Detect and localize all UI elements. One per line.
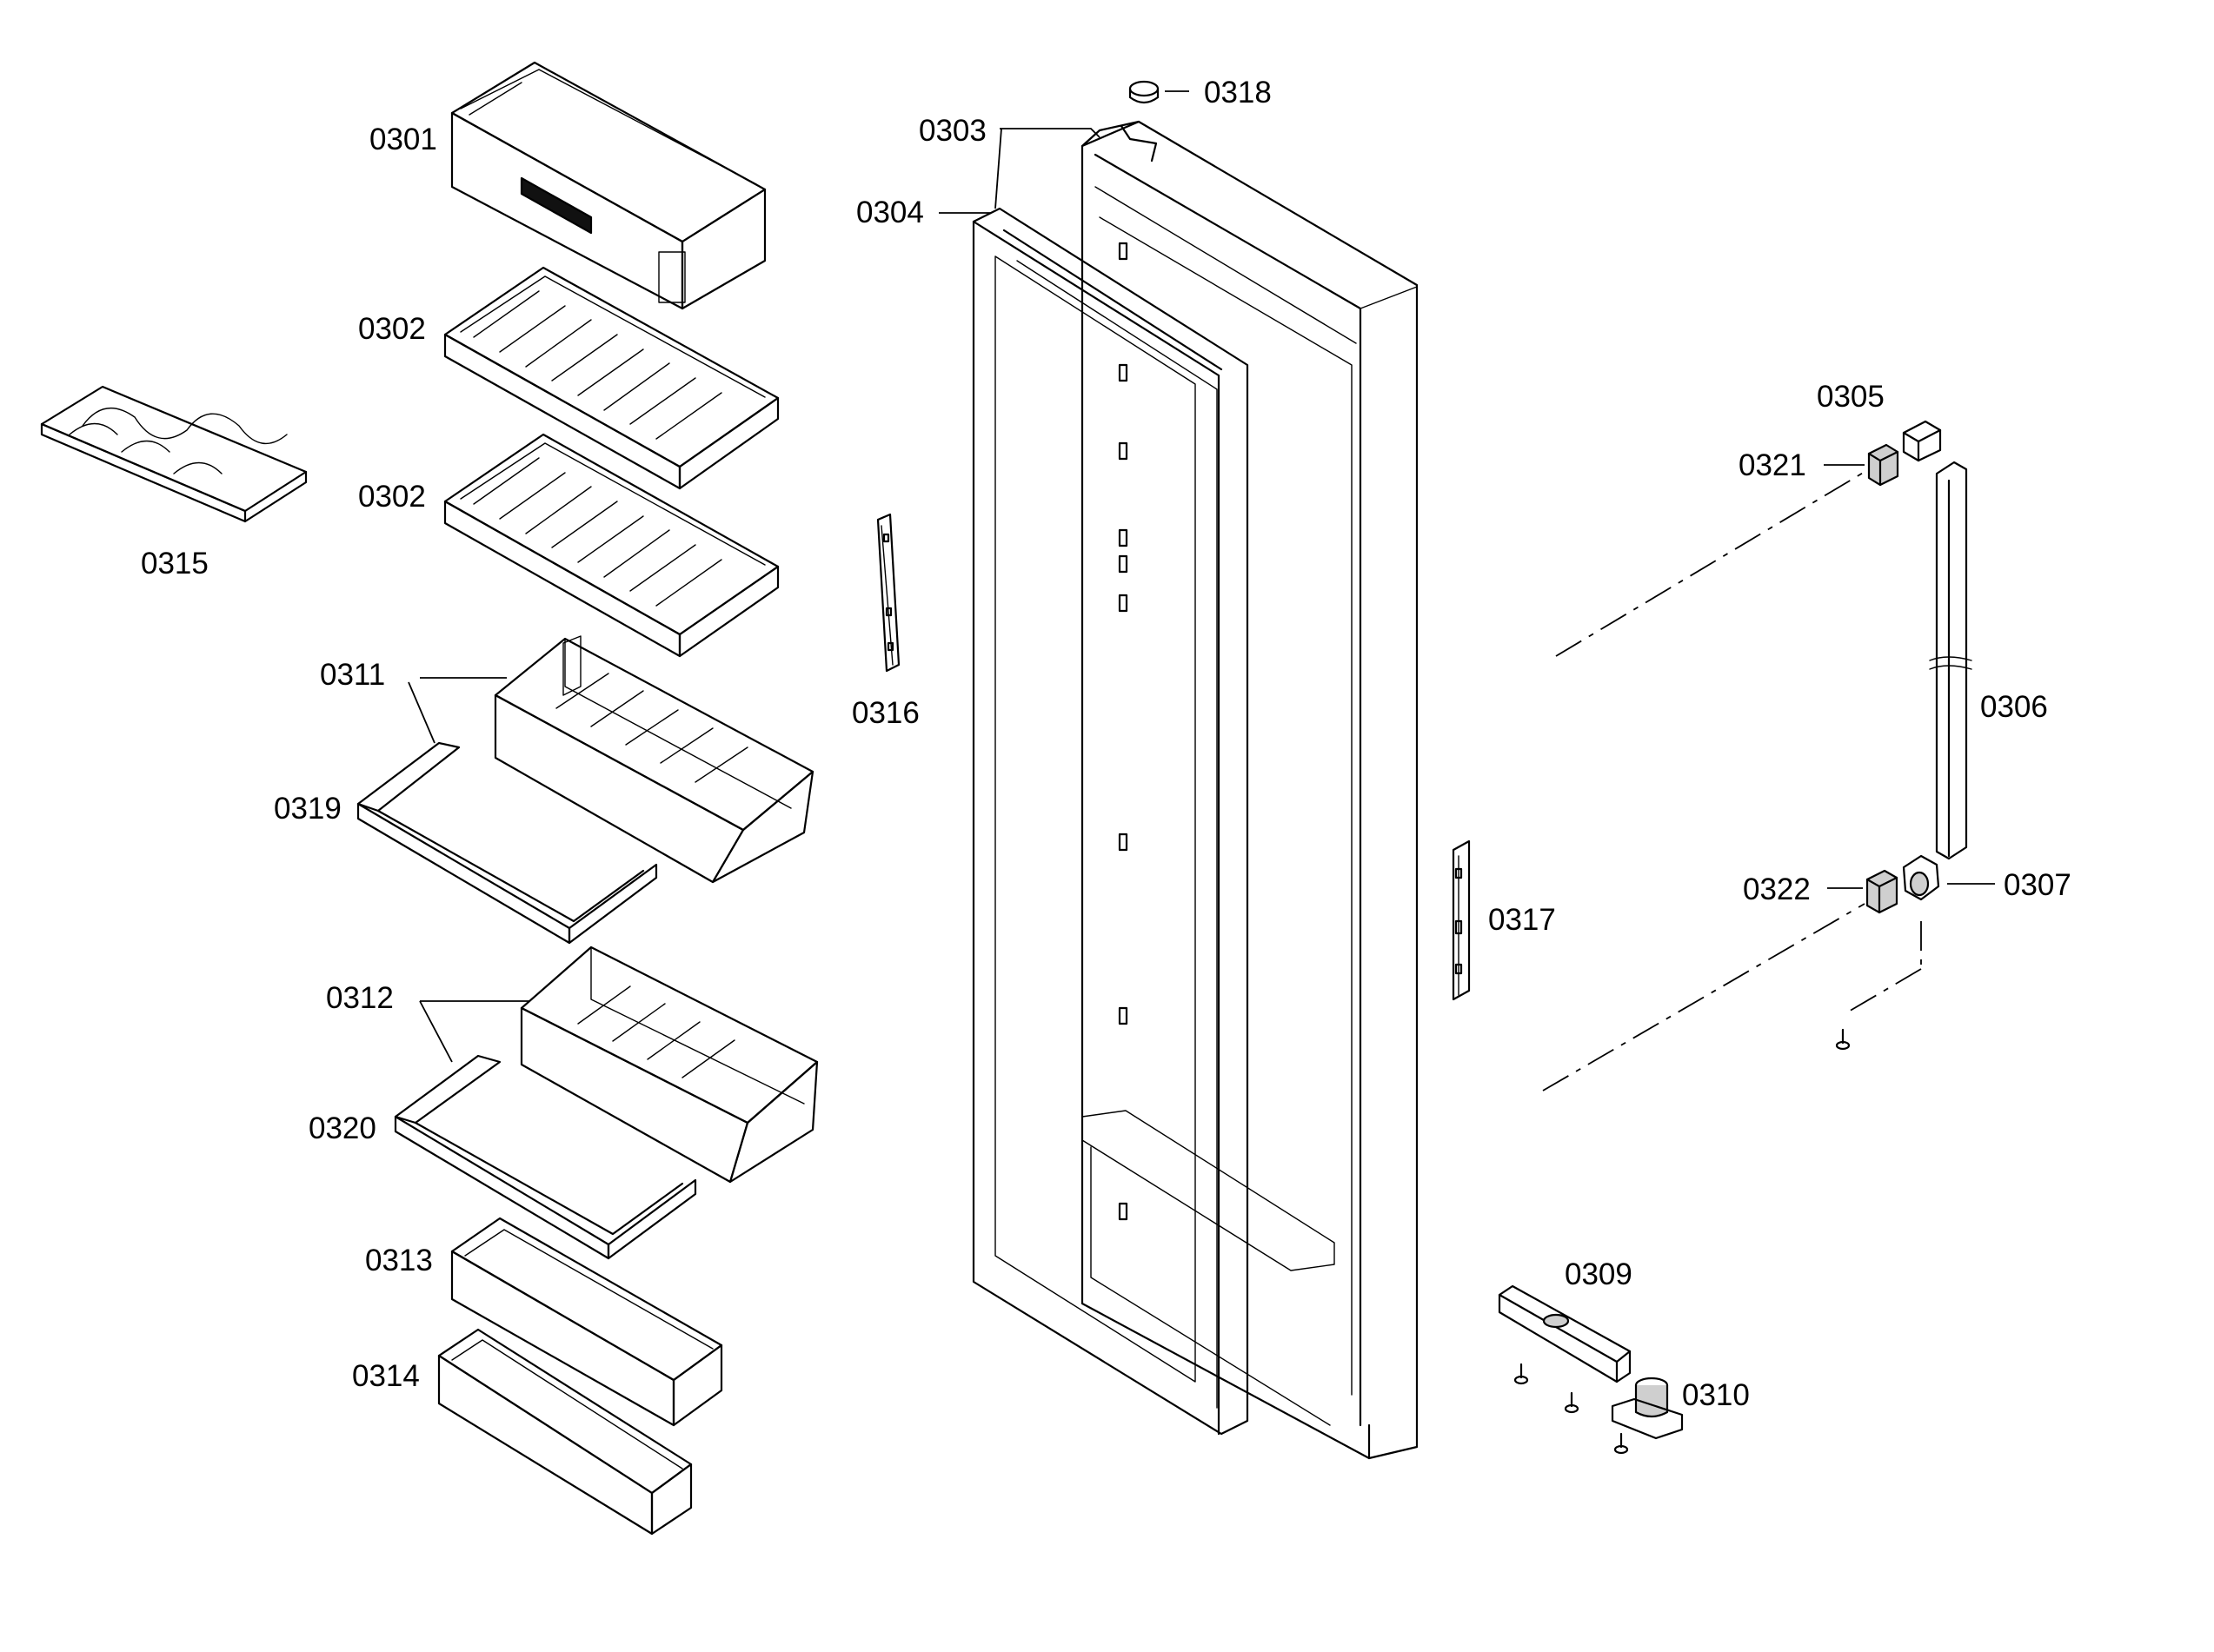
label-0315: 0315: [141, 547, 209, 581]
label-0319: 0319: [274, 792, 342, 826]
part-0318-hinge-cap: [1128, 80, 1160, 104]
label-0301: 0301: [369, 123, 437, 156]
label-0313: 0313: [365, 1244, 433, 1277]
part-labels: 0301 0302 0302 0303 0304 0305 0306 0307 …: [141, 76, 2071, 1412]
label-0314: 0314: [352, 1359, 420, 1393]
part-0313-door-bin-small: [450, 1217, 723, 1427]
part-0320-bin-front-rail: [394, 1054, 697, 1260]
part-0311-door-bin: [494, 635, 814, 884]
label-0311: 0311: [320, 658, 385, 692]
part-0303-door-shell: [1080, 120, 1419, 1460]
label-0320: 0320: [309, 1111, 376, 1145]
label-0302-upper: 0302: [358, 312, 426, 346]
part-hinge-screws: [1513, 1363, 1629, 1455]
label-0318: 0318: [1204, 76, 1272, 109]
part-0322-handle-insert: [1865, 869, 1898, 914]
part-0312-door-bin: [520, 945, 819, 1184]
label-0306: 0306: [1980, 690, 2048, 724]
part-0309-lower-hinge-bracket: [1498, 1284, 1632, 1383]
part-0305-handle-end-cap: [1902, 420, 1942, 462]
label-0304: 0304: [856, 196, 924, 229]
label-0312: 0312: [326, 981, 394, 1015]
part-0301-dairy-compartment: [450, 61, 767, 310]
part-0315-egg-tray: [40, 385, 308, 523]
part-0316-trim-strip: [876, 513, 901, 673]
label-0302-lower: 0302: [358, 480, 426, 514]
label-0307: 0307: [2004, 868, 2071, 902]
label-0309: 0309: [1565, 1257, 1632, 1291]
part-0310-hinge-pin: [1611, 1377, 1684, 1440]
part-handle-screw: [1835, 1028, 1851, 1051]
label-0321: 0321: [1739, 448, 1806, 482]
part-0321-handle-insert: [1867, 443, 1899, 487]
label-0317: 0317: [1488, 903, 1556, 937]
label-0316: 0316: [852, 696, 920, 730]
part-0317-trim-strip: [1452, 839, 1471, 1001]
label-0303: 0303: [919, 114, 987, 148]
assembly-lines: [1542, 468, 1922, 1091]
part-0302-door-shelf-upper: [443, 266, 780, 490]
callout-leaders: [408, 90, 1995, 1063]
label-0310: 0310: [1682, 1378, 1750, 1412]
part-0319-bin-front-rail: [356, 741, 658, 945]
part-0307-handle-end-cap: [1902, 854, 1940, 901]
part-0306-door-handle: [1929, 461, 1972, 860]
label-0305: 0305: [1817, 380, 1885, 414]
label-0322: 0322: [1743, 872, 1811, 906]
part-0304-door-gasket: [972, 207, 1249, 1436]
part-0302-door-shelf-lower: [443, 433, 780, 658]
part-0314-door-bin-small: [437, 1328, 693, 1536]
